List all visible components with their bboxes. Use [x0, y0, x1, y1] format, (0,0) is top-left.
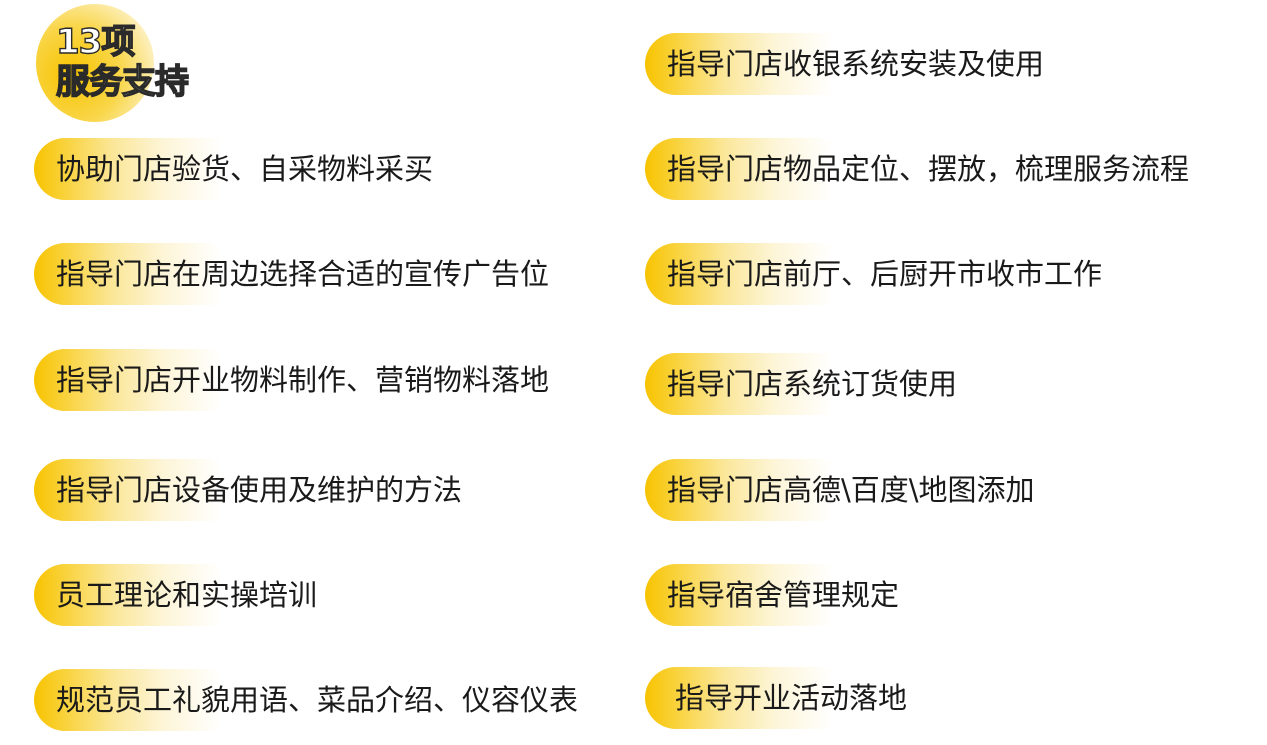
item-label: 指导门店物品定位、摆放，梳理服务流程	[667, 152, 1190, 186]
service-item: 指导门店物品定位、摆放，梳理服务流程	[645, 138, 1245, 200]
item-pill	[645, 33, 895, 95]
service-item: 指导门店设备使用及维护的方法	[34, 459, 619, 521]
item-label: 指导门店高德\百度\地图添加	[667, 473, 1035, 507]
service-count-badge	[36, 4, 154, 122]
item-label: 员工理论和实操培训	[56, 578, 318, 612]
item-label: 指导门店系统订货使用	[667, 367, 958, 401]
service-item: 员工理论和实操培训	[34, 564, 619, 626]
badge-subtitle: 服务支持	[55, 61, 189, 102]
service-item: 指导门店系统订货使用	[645, 353, 1245, 415]
item-pill	[645, 353, 895, 415]
item-pill	[645, 667, 895, 729]
item-pill	[645, 243, 895, 305]
service-item: 协助门店验货、自采物料采买	[34, 138, 619, 200]
badge-title: 13项 服务支持	[55, 21, 189, 102]
item-label: 协助门店验货、自采物料采买	[56, 152, 434, 186]
item-label: 规范员工礼貌用语、菜品介绍、仪容仪表	[56, 683, 579, 717]
item-label: 指导开业活动落地	[675, 681, 908, 715]
item-label: 指导门店前厅、后厨开市收市工作	[667, 257, 1103, 291]
item-pill	[34, 459, 284, 521]
badge-count: 13项	[55, 21, 136, 62]
item-label: 指导门店收银系统安装及使用	[667, 47, 1045, 81]
service-item: 指导门店前厅、后厨开市收市工作	[645, 243, 1245, 305]
item-label: 指导门店设备使用及维护的方法	[56, 473, 463, 507]
item-pill	[34, 243, 284, 305]
item-pill	[34, 138, 284, 200]
service-item: 指导开业活动落地	[645, 667, 1245, 729]
item-pill	[34, 564, 284, 626]
service-item: 指导门店高德\百度\地图添加	[645, 459, 1245, 521]
service-item: 指导门店在周边选择合适的宣传广告位	[34, 243, 619, 305]
service-item: 指导宿舍管理规定	[645, 564, 1245, 626]
item-pill	[645, 564, 895, 626]
item-pill	[34, 669, 284, 731]
item-label: 指导门店在周边选择合适的宣传广告位	[56, 257, 550, 291]
item-label: 指导宿舍管理规定	[667, 578, 900, 612]
service-item: 指导门店收银系统安装及使用	[645, 33, 1245, 95]
item-pill	[645, 459, 895, 521]
item-label: 指导门店开业物料制作、营销物料落地	[56, 363, 550, 397]
service-item: 指导门店开业物料制作、营销物料落地	[34, 349, 619, 411]
service-item: 规范员工礼貌用语、菜品介绍、仪容仪表	[34, 669, 619, 731]
item-pill	[34, 349, 284, 411]
item-pill	[645, 138, 895, 200]
